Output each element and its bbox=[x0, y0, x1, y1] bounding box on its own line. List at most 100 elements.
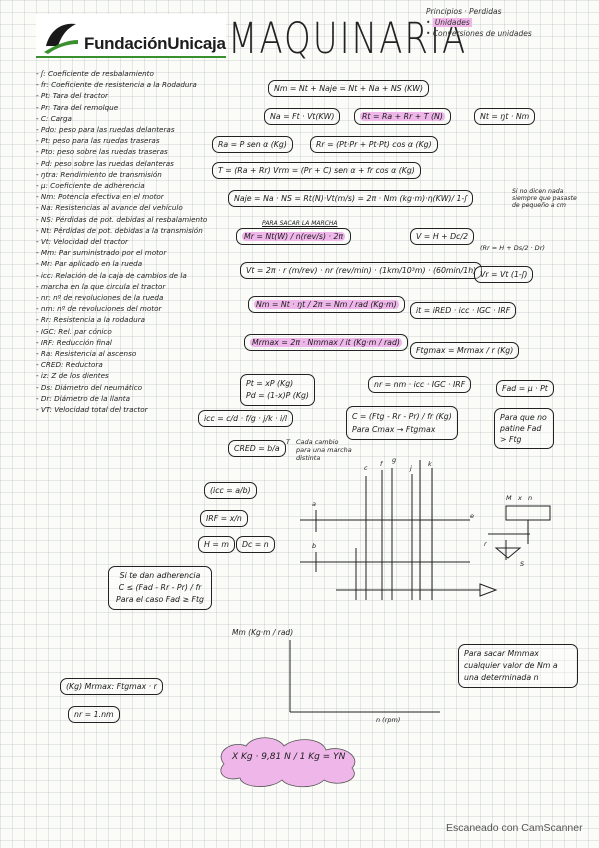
formula-f23: C = (Ftg - Rr - Pr) / fr (Kg) bbox=[352, 412, 452, 421]
definition-item: Pt: peso para las ruedas traseras bbox=[36, 135, 246, 146]
graph-y-label: Mm (Kg·m / rad) bbox=[232, 628, 294, 637]
formula-f32-text: (Kg) Mrmax: Ftgmax · r bbox=[66, 682, 157, 691]
formula-f5: Ra = P sen α (Kg) bbox=[212, 136, 293, 153]
formula-f28-text: IRF = x/n bbox=[206, 514, 242, 523]
definition-item: Vt: Velocidad del tractor bbox=[36, 236, 246, 247]
formula-f6-text: Rr = (Pt·Pr + Pt·Pt) cos α (Kg) bbox=[316, 140, 432, 149]
formula-f10-text: V = H + Dc/2 bbox=[416, 232, 469, 241]
formula-f8-note: Si no dicen nada siempre que pasaste de … bbox=[512, 188, 577, 209]
definition-item: nr: nº de revoluciones de la rueda bbox=[36, 292, 246, 303]
definition-item: Pto: peso sobre las ruedas traseras bbox=[36, 146, 246, 157]
formula-f15-text: it = iRED · icc · IGC · IRF bbox=[416, 306, 511, 315]
definition-item: Pd: peso sobre las ruedas delanteras bbox=[36, 158, 246, 169]
formula-f22-text: icc = c/d · f/g · j/k · i/l bbox=[204, 414, 287, 423]
formula-f4: Nt = ŋt · Nm bbox=[474, 108, 536, 125]
formula-f18-f19: Pt = xP (Kg) Pd = (1-x)P (Kg) bbox=[240, 374, 315, 406]
page-title: MAQUINARIA bbox=[228, 14, 468, 64]
formula-f31: Si te dan adherencia C ≤ (Fad - Rr - Pr)… bbox=[108, 566, 212, 610]
formula-f33-text: nr = 1.nm bbox=[74, 710, 114, 719]
formula-f15: it = iRED · icc · IGC · IRF bbox=[410, 302, 517, 319]
formula-f28: IRF = x/n bbox=[200, 510, 248, 527]
formula-f33: nr = 1.nm bbox=[68, 706, 120, 723]
formula-f11: (Rr = H + Ds/2 · Dr) bbox=[480, 244, 545, 252]
formula-f32: (Kg) Mrmax: Ftgmax · r bbox=[60, 678, 163, 695]
formula-f14-text: Nm = Nt · ŋt / 2π = Nm / rad (Kg·m) bbox=[254, 300, 399, 309]
formula-f29: H = m bbox=[198, 536, 235, 553]
formula-f23-f24: C = (Ftg - Rr - Pr) / fr (Kg) Para Cmax … bbox=[346, 406, 458, 440]
definition-item: nm: nº de revoluciones del motor bbox=[36, 303, 246, 314]
definition-item: Nt: Pérdidas de pot. debidas a la transm… bbox=[36, 225, 246, 236]
formula-f22: icc = c/d · f/g · j/k · i/l bbox=[198, 410, 293, 427]
formula-f20-text: nr = nm · icc · IGC · IRF bbox=[374, 380, 466, 389]
formula-f16: Mrmax = 2π · Nmmax / it (Kg·m / rad) bbox=[244, 334, 408, 351]
header-note-3: • Conversiones de unidades bbox=[426, 29, 532, 38]
formula-f21: Fad = μ · Pt bbox=[496, 380, 554, 397]
svg-text:r: r bbox=[484, 540, 488, 548]
formula-f6: Rr = (Pt·Pr + Pt·Pt) cos α (Kg) bbox=[310, 136, 438, 153]
definition-item: C: Carga bbox=[36, 113, 246, 124]
definition-item: μ: Coeficiente de adherencia bbox=[36, 180, 246, 191]
conversion-cloud bbox=[220, 737, 356, 788]
definition-item: IGC: Rel. par cónico bbox=[36, 326, 246, 337]
header-note-3-text: Conversiones de unidades bbox=[432, 29, 532, 38]
formula-f35-text: Para sacar Mmmax cualquier valor de Nm a… bbox=[464, 649, 558, 682]
formula-f26: Para que no patine Fad > Ftg bbox=[494, 408, 554, 449]
formula-f26-text: Para que no patine Fad > Ftg bbox=[500, 413, 547, 444]
formula-f9-caption: PARA SACAR LA MARCHA bbox=[262, 220, 338, 227]
formula-f1-text: Nm = Nt + Naje = Nt + Na + NS (KW) bbox=[274, 84, 424, 93]
formula-f19: Pd = (1-x)P (Kg) bbox=[246, 391, 309, 400]
svg-text:j: j bbox=[409, 464, 412, 472]
formula-f8: Naje = Na · NS = Rt(N)·Vt(m/s) = 2π · Nm… bbox=[228, 190, 473, 207]
svg-text:b: b bbox=[312, 542, 316, 550]
formula-f12-text: Vt = 2π · r (m/rev) · nr (rev/min) · (1k… bbox=[246, 266, 477, 275]
svg-text:S: S bbox=[520, 560, 524, 568]
definitions-list: ʃ: Coeficiente de resbalamientofr: Coefi… bbox=[36, 68, 246, 415]
definition-item: Pdo: peso para las ruedas delanteras bbox=[36, 124, 246, 135]
formula-f16-text: Mrmax = 2π · Nmmax / it (Kg·m / rad) bbox=[250, 338, 402, 347]
formula-f9: Mr = Nt(W) / n(rev/s) · 2π bbox=[236, 228, 352, 245]
scanner-watermark: Escaneado con CamScanner bbox=[446, 822, 583, 834]
formula-f10: V = H + Dc/2 bbox=[410, 228, 475, 245]
svg-text:M: M bbox=[506, 494, 512, 502]
definition-item: Dr: Diámetro de la llanta bbox=[36, 393, 246, 404]
definition-item: iz: Z de los dientes bbox=[36, 370, 246, 381]
definition-item: IRF: Reducción final bbox=[36, 337, 246, 348]
formula-f13-text: Vr = Vt (1-ʃ) bbox=[480, 270, 528, 279]
definition-item: Ra: Resistencia al ascenso bbox=[36, 348, 246, 359]
formula-f7: T = (Ra + Rr) Vrm = (Pr + C) sen α + fr … bbox=[212, 162, 421, 179]
definition-item: Rr: Resistencia a la rodadura bbox=[36, 314, 246, 325]
definition-item: Nm: Potencia efectiva en el motor bbox=[36, 191, 246, 202]
formula-f5-text: Ra = P sen α (Kg) bbox=[218, 140, 287, 149]
logo-text: FundaciónUnicaja bbox=[84, 34, 226, 53]
definition-item: CRED: Reductora bbox=[36, 359, 246, 370]
definition-item: marcha en la que circula el tractor bbox=[36, 281, 246, 292]
header-note-1: Principios · Perdidas bbox=[426, 7, 502, 16]
definition-item: Mr: Par aplicado en la rueda bbox=[36, 258, 246, 269]
header-note-2-text: Unidades bbox=[432, 18, 472, 27]
formula-f30-text: Dc = n bbox=[242, 540, 269, 549]
definition-item: fr: Coeficiente de resistencia a la Roda… bbox=[36, 79, 246, 90]
header-notes: Principios · Perdidas • Unidades • Conve… bbox=[426, 6, 532, 39]
formula-f24: Para Cmax → Ftgmax bbox=[352, 425, 436, 434]
definition-item: Na: Resistencias al avance del vehículo bbox=[36, 202, 246, 213]
svg-text:f: f bbox=[380, 460, 384, 468]
definition-item: Pt: Tara del tractor bbox=[36, 90, 246, 101]
formula-f36: X Kg · 9,81 N / 1 Kg = YN bbox=[232, 752, 346, 762]
definition-item: Ds: Diámetro del neumático bbox=[36, 382, 246, 393]
logo-divider bbox=[36, 56, 226, 58]
gear-train-diagram bbox=[289, 460, 498, 713]
header-note-2: • Unidades bbox=[426, 18, 472, 27]
formula-f2-text: Na = Ft · Vt(KW) bbox=[270, 112, 335, 121]
formula-f30: Dc = n bbox=[236, 536, 275, 553]
formula-f9-text: Mr = Nt(W) / n(rev/s) · 2π bbox=[242, 232, 346, 241]
formula-f31-b: Para el caso Fad ≥ Ftg bbox=[116, 595, 204, 604]
definition-item: ŋtra: Rendimiento de transmisión bbox=[36, 169, 246, 180]
svg-text:c: c bbox=[364, 464, 368, 472]
formula-f2: Na = Ft · Vt(KW) bbox=[264, 108, 341, 125]
svg-text:a: a bbox=[312, 500, 316, 508]
svg-text:n: n bbox=[528, 494, 532, 502]
definition-item: ʃ: Coeficiente de resbalamiento bbox=[36, 68, 246, 79]
svg-text:k: k bbox=[428, 460, 432, 468]
